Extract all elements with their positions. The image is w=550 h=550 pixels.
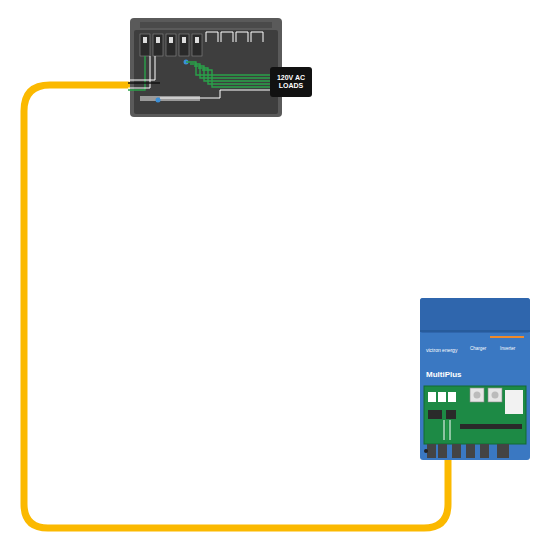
node-label: 120V AC LOADS [274,74,308,90]
product-name: MultiPlus [426,370,462,379]
multiplus-inverter [420,298,530,460]
brand-label: victron energy [426,348,457,354]
load-box: 120V AC LOADS [270,67,312,97]
ac-cable [24,85,448,528]
inverter-box: victron energyMultiPlus Charger Inverter [420,298,530,460]
distribution-panel [128,18,282,117]
led-label: Inverter [500,346,515,351]
led-label: Charger [470,346,486,351]
